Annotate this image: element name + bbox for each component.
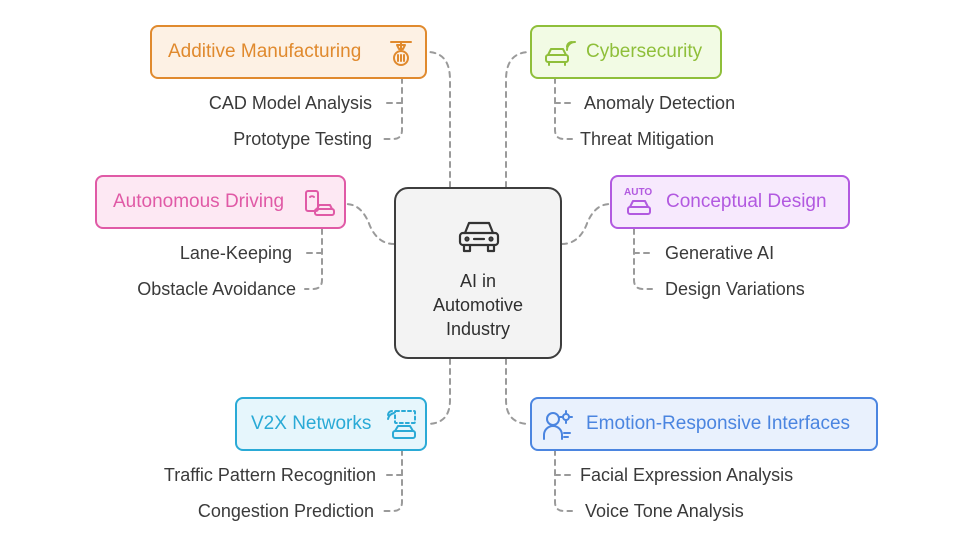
connector-autonomous (345, 203, 395, 245)
node-v2x-label: V2X Networks (251, 413, 372, 434)
phone-car-icon (305, 190, 335, 216)
svg-text:AUTO: AUTO (624, 187, 652, 198)
node-emotion-responsive-interfaces: Emotion-Responsive Interfaces (530, 397, 878, 451)
cyber-item-1: Anomaly Detection (584, 93, 736, 113)
emotion-item-1: Facial Expression Analysis (580, 465, 794, 485)
car-icon (458, 221, 500, 253)
node-additive-label: Additive Manufacturing (168, 41, 362, 62)
node-conceptual-label: Conceptual Design (666, 191, 827, 212)
node-cyber-label: Cybersecurity (586, 41, 703, 62)
connected-car-icon (545, 41, 576, 66)
node-conceptual-design: AUTO Conceptual Design (610, 175, 850, 229)
connector-emotion (505, 358, 531, 425)
connector-conceptual (561, 203, 611, 245)
node-autonomous-label: Autonomous Driving (113, 191, 285, 212)
additive-item-1: CAD Model Analysis (208, 93, 372, 113)
center-node: AI in Automotive Industry (394, 187, 562, 359)
connector-additive (426, 51, 451, 188)
node-additive-manufacturing: Additive Manufacturing (150, 25, 427, 79)
3d-printer-icon (390, 41, 412, 66)
node-emotion-label: Emotion-Responsive Interfaces (586, 413, 851, 434)
additive-item-2: Prototype Testing (233, 129, 372, 149)
autonomous-item-2: Obstacle Avoidance (137, 279, 296, 299)
emotion-item-2: Voice Tone Analysis (585, 501, 744, 521)
node-cybersecurity: Cybersecurity (530, 25, 722, 79)
conceptual-item-2: Design Variations (665, 279, 805, 299)
v2x-item-2: Congestion Prediction (197, 501, 374, 521)
v2x-item-1: Traffic Pattern Recognition (163, 465, 376, 485)
cyber-item-2: Threat Mitigation (580, 129, 715, 149)
connector-conceptual-items (633, 228, 653, 290)
connector-cyber (505, 51, 531, 188)
node-autonomous-driving: Autonomous Driving (95, 175, 346, 229)
connector-v2x (426, 358, 451, 425)
conceptual-item-1: Generative AI (665, 243, 775, 263)
connector-autonomous-items (304, 228, 323, 290)
connector-v2x-items (383, 449, 403, 512)
connector-cyber-items (554, 77, 573, 140)
connector-emotion-items (554, 449, 573, 512)
auto-car-icon: AUTO (624, 187, 652, 215)
person-gear-icon (543, 410, 573, 440)
node-v2x-networks: V2X Networks (235, 397, 427, 451)
connector-additive-items (383, 77, 403, 140)
autonomous-item-1: Lane-Keeping (179, 243, 292, 263)
center-title: AI in Automotive Industry (432, 271, 524, 339)
network-car-icon (387, 410, 416, 439)
